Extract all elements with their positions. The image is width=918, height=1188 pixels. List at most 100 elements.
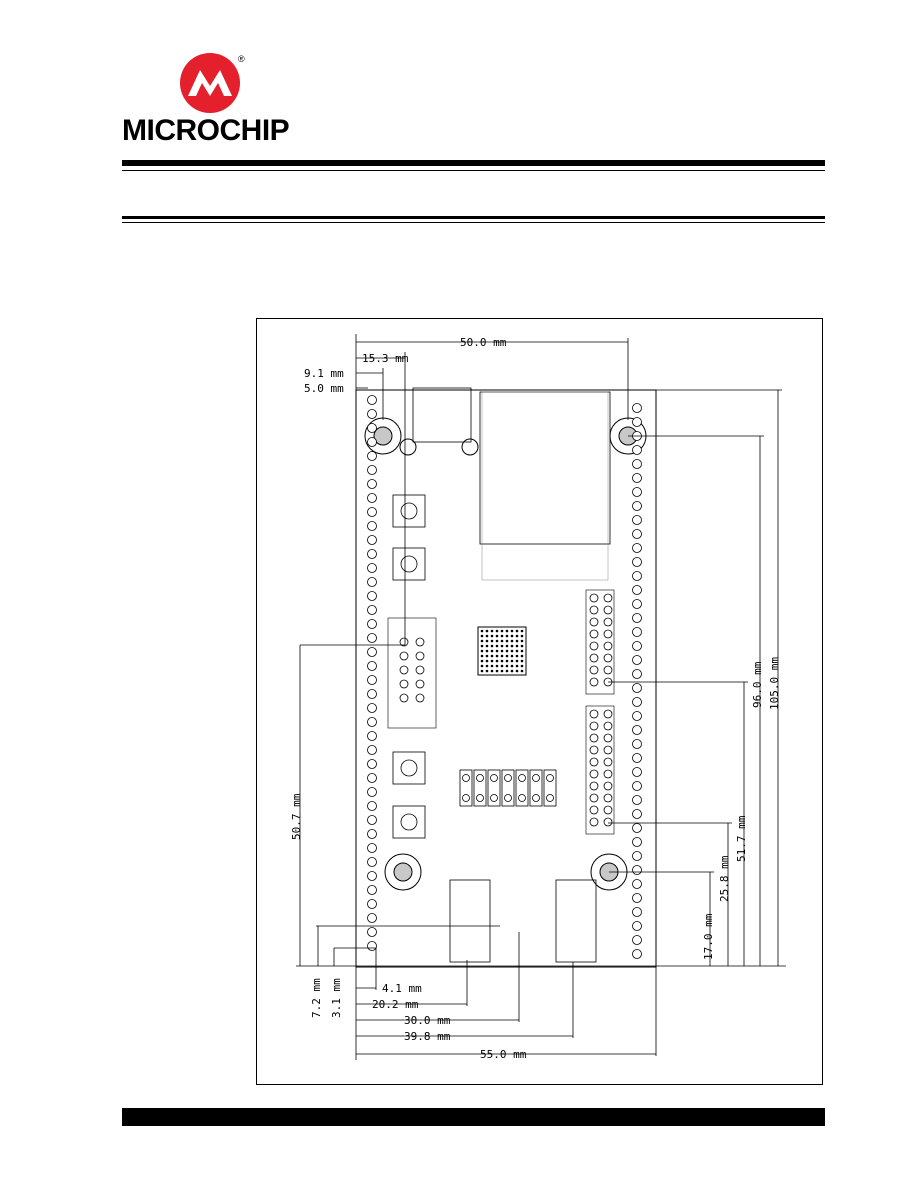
bga-ball bbox=[485, 649, 489, 653]
pin bbox=[603, 745, 613, 755]
header-pins bbox=[367, 395, 642, 959]
pin bbox=[367, 857, 377, 867]
pin bbox=[462, 774, 470, 782]
pin bbox=[632, 543, 642, 553]
push-switch bbox=[392, 494, 426, 839]
bga-ball bbox=[505, 654, 509, 658]
pin bbox=[367, 787, 377, 797]
pin bbox=[632, 767, 642, 777]
dimension-label: 50.0 mm bbox=[460, 336, 507, 349]
dimension-label: 3.1 mm bbox=[330, 978, 343, 1018]
bga-ball bbox=[510, 639, 514, 643]
bga-ball bbox=[520, 639, 524, 643]
pin bbox=[367, 479, 377, 489]
header-block-2 bbox=[585, 589, 615, 695]
mcu-bga-balls bbox=[480, 629, 524, 673]
bga-ball bbox=[505, 629, 509, 633]
bga-ball bbox=[480, 629, 484, 633]
bga-ball bbox=[480, 634, 484, 638]
bga-ball bbox=[510, 659, 514, 663]
bga-ball bbox=[495, 669, 499, 673]
microchip-logo-icon bbox=[180, 53, 240, 113]
pin bbox=[589, 757, 599, 767]
dimension-label: 51.7 mm bbox=[735, 815, 748, 862]
bga-ball bbox=[485, 659, 489, 663]
pin bbox=[367, 927, 377, 937]
pin bbox=[415, 693, 425, 703]
bga-ball bbox=[495, 644, 499, 648]
pin bbox=[546, 774, 554, 782]
pin bbox=[367, 423, 377, 433]
bga-ball bbox=[495, 664, 499, 668]
bga-ball bbox=[485, 639, 489, 643]
bga-ball bbox=[520, 634, 524, 638]
pin bbox=[632, 949, 642, 959]
usb-connector bbox=[412, 387, 472, 443]
bga-ball bbox=[515, 659, 519, 663]
bga-ball bbox=[490, 644, 494, 648]
pin bbox=[367, 829, 377, 839]
bga-ball bbox=[490, 629, 494, 633]
pin bbox=[603, 805, 613, 815]
dimension-label: 15.3 mm bbox=[362, 352, 409, 365]
bga-ball bbox=[480, 649, 484, 653]
pin bbox=[415, 679, 425, 689]
dimension-label: 20.2 mm bbox=[372, 998, 419, 1011]
bga-ball bbox=[490, 664, 494, 668]
registered-mark: ® bbox=[238, 54, 245, 64]
bga-ball bbox=[500, 649, 504, 653]
bga-ball bbox=[510, 654, 514, 658]
pin bbox=[589, 641, 599, 651]
pin bbox=[589, 721, 599, 731]
dimension-lines bbox=[296, 334, 786, 1060]
bga-ball bbox=[495, 649, 499, 653]
bga-ball bbox=[480, 669, 484, 673]
pin bbox=[504, 794, 512, 802]
dimension-label: 9.1 mm bbox=[304, 367, 344, 380]
dimension-label: 30.0 mm bbox=[404, 1014, 451, 1027]
pin bbox=[632, 515, 642, 525]
pin bbox=[367, 493, 377, 503]
bga-ball bbox=[520, 644, 524, 648]
pin bbox=[589, 617, 599, 627]
pin bbox=[632, 655, 642, 665]
dimension-label: 17.0 mm bbox=[702, 913, 715, 960]
pin bbox=[367, 535, 377, 545]
pin bbox=[367, 563, 377, 573]
bga-ball bbox=[485, 669, 489, 673]
pin bbox=[518, 794, 526, 802]
header-block-3 bbox=[585, 705, 615, 835]
bga-ball bbox=[510, 644, 514, 648]
pin bbox=[367, 521, 377, 531]
bga-ball bbox=[505, 669, 509, 673]
pin bbox=[367, 549, 377, 559]
dimension-label: 4.1 mm bbox=[382, 982, 422, 995]
bga-ball bbox=[510, 669, 514, 673]
pin bbox=[589, 781, 599, 791]
bga-ball bbox=[505, 639, 509, 643]
bga-ball bbox=[515, 639, 519, 643]
pin bbox=[603, 653, 613, 663]
pin bbox=[632, 403, 642, 413]
module-outline bbox=[479, 391, 611, 545]
bga-ball bbox=[520, 664, 524, 668]
pin bbox=[462, 794, 470, 802]
bga-ball bbox=[515, 634, 519, 638]
pin bbox=[367, 633, 377, 643]
pin bbox=[632, 893, 642, 903]
pin bbox=[632, 557, 642, 567]
pin bbox=[632, 921, 642, 931]
pin bbox=[632, 907, 642, 917]
bga-ball bbox=[485, 664, 489, 668]
bga-ball bbox=[500, 644, 504, 648]
bga-ball bbox=[500, 659, 504, 663]
pin bbox=[490, 794, 498, 802]
pin bbox=[603, 617, 613, 627]
pin bbox=[632, 473, 642, 483]
pin bbox=[632, 683, 642, 693]
pin bbox=[603, 593, 613, 603]
pin bbox=[504, 774, 512, 782]
dimension-label: 39.8 mm bbox=[404, 1030, 451, 1043]
pin bbox=[589, 665, 599, 675]
